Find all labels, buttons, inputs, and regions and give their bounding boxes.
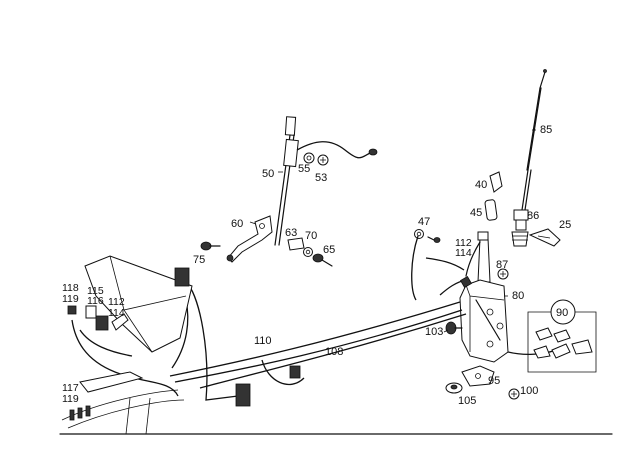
label-87: 87 <box>496 259 508 271</box>
part-90-detail-box <box>527 299 597 373</box>
label-112-upper: 112 <box>455 237 472 249</box>
part-55-star-washer <box>303 152 315 164</box>
label-110: 110 <box>254 335 272 347</box>
part-50-antenna-rod <box>274 116 378 246</box>
label-119-lower: 119 <box>62 393 79 405</box>
label-60: 60 <box>231 218 243 230</box>
lower-left-panel <box>61 371 185 435</box>
label-115: 115 <box>87 285 104 297</box>
part-60-bracket <box>226 215 273 263</box>
label-25: 25 <box>559 219 571 231</box>
part-87-screw <box>497 268 509 280</box>
label-85: 85 <box>540 124 552 136</box>
part-65-screw <box>312 253 333 267</box>
label-103: 103 <box>425 326 443 338</box>
part-47-grommet <box>414 229 441 243</box>
label-112-lower: 112 <box>108 296 125 308</box>
label-114-lower: 114 <box>108 307 125 319</box>
part-75-screw <box>200 241 221 251</box>
part-63-clip <box>287 237 305 251</box>
label-63: 63 <box>285 227 297 239</box>
label-114-upper: 114 <box>455 247 472 259</box>
rear-tray-assembly <box>67 255 301 407</box>
label-70: 70 <box>305 230 317 242</box>
label-55: 55 <box>298 163 310 175</box>
part-45-sleeve <box>484 199 498 221</box>
part-85-telescopic-mast <box>521 69 547 211</box>
label-65: 65 <box>323 244 335 256</box>
label-108: 108 <box>325 346 343 358</box>
label-40: 40 <box>475 179 487 191</box>
part-86-nut <box>511 209 529 247</box>
label-50: 50 <box>262 168 274 180</box>
label-95: 95 <box>488 375 500 387</box>
label-53: 53 <box>315 172 327 184</box>
label-100: 100 <box>520 385 538 397</box>
label-86: 86 <box>527 210 539 222</box>
part-40-cap <box>489 171 503 193</box>
label-118: 118 <box>62 282 79 294</box>
part-80-antenna-motor <box>459 237 557 363</box>
part-105-grommet <box>445 382 463 394</box>
label-90: 90 <box>556 307 568 319</box>
label-47: 47 <box>418 216 430 228</box>
label-116: 116 <box>87 295 104 307</box>
label-119-upper: 119 <box>62 293 79 305</box>
part-95-bracket <box>461 365 495 387</box>
part-25-gasket <box>528 228 561 247</box>
part-100-screw <box>508 388 520 400</box>
part-112-114-connector-upper <box>459 231 489 289</box>
part-53-nut <box>317 154 329 166</box>
label-80: 80 <box>512 290 524 302</box>
part-103-plug <box>445 321 463 335</box>
cable-108-110 <box>169 235 467 401</box>
part-70-star-washer <box>303 247 313 257</box>
part-90-callout-circle <box>550 299 576 325</box>
leader-lines <box>249 129 536 333</box>
label-75: 75 <box>193 254 205 266</box>
label-105: 105 <box>458 395 476 407</box>
label-117: 117 <box>62 382 79 394</box>
label-45: 45 <box>470 207 482 219</box>
